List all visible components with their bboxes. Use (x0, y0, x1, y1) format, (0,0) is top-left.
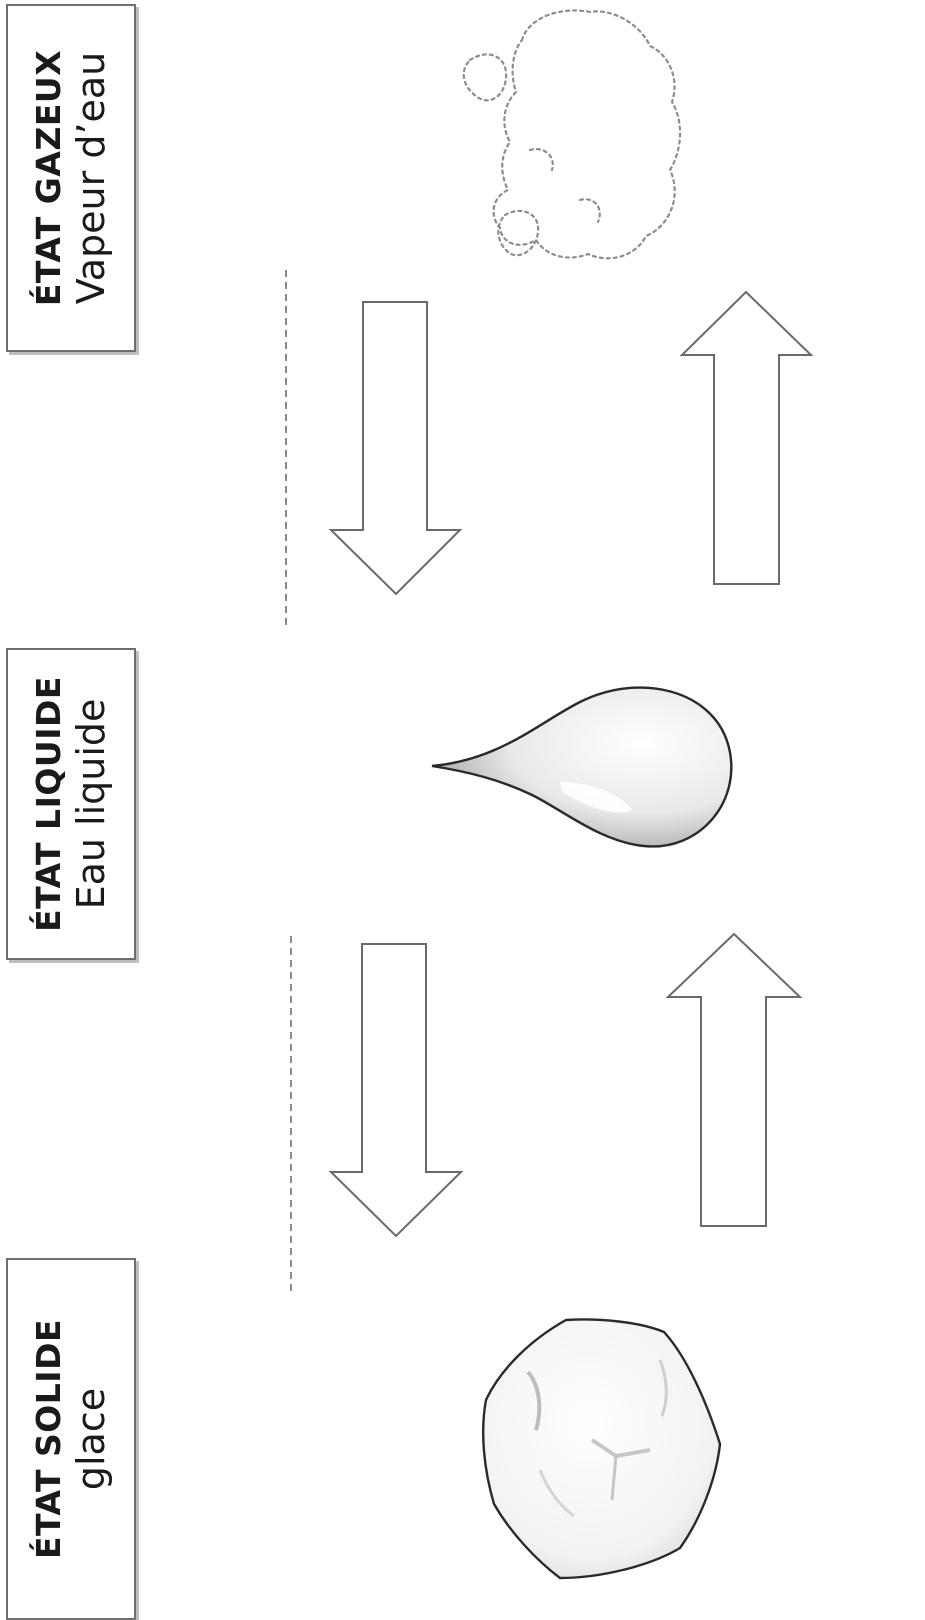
arrow-down-icon (328, 943, 464, 1238)
arrow-up-icon (679, 290, 814, 585)
liquid-state-label: ÉTAT LIQUIDE Eau liquide (6, 648, 136, 960)
water-drop-icon (431, 686, 733, 848)
vapor-cloud-icon (462, 9, 682, 260)
gas-state-label: ÉTAT GAZEUX Vapeur d’eau (6, 4, 136, 352)
ice-cube-icon (482, 1318, 722, 1580)
arrow-down-icon (328, 301, 463, 596)
arrow-up-icon (665, 932, 803, 1227)
